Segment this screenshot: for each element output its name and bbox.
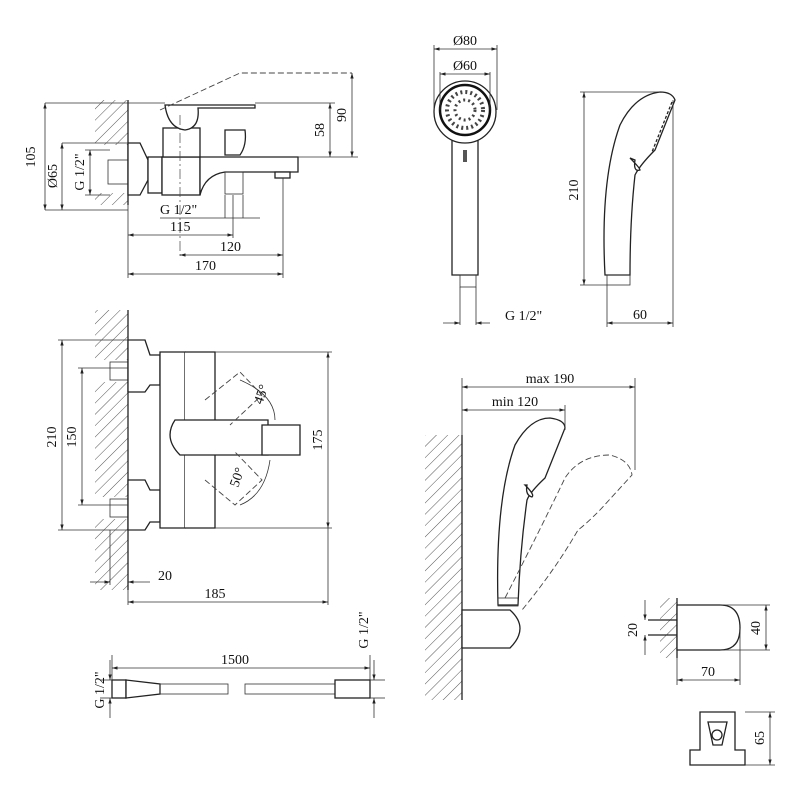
dim-height-58: 58 <box>313 123 328 137</box>
dim-spacing-150: 150 <box>65 427 80 448</box>
dim-bracket-40: 40 <box>749 621 764 635</box>
dim-length-115: 115 <box>170 220 190 235</box>
dim-front-height-175: 175 <box>311 430 326 451</box>
dim-shower-thread: G 1/2" <box>505 309 542 324</box>
dim-thread-outlet: G 1/2" <box>160 203 197 218</box>
wall-mixer-front-view: 45° 50° 210 150 175 20 185 <box>45 310 332 605</box>
wall-holder-assembly: max 190 min 120 <box>425 372 636 700</box>
dim-thread-inlet: G 1/2" <box>73 153 88 190</box>
dim-height-90: 90 <box>335 108 350 122</box>
dim-depth-185: 185 <box>205 587 226 602</box>
dim-max-190: max 190 <box>526 372 575 387</box>
dim-min-120: min 120 <box>492 395 538 410</box>
angle-50: 50° <box>228 466 249 490</box>
dim-front-height-210: 210 <box>45 427 60 448</box>
bracket-front-view: 65 <box>689 711 775 766</box>
dim-length-120: 120 <box>220 240 241 255</box>
bracket-side-view: 20 40 70 <box>626 598 770 685</box>
dim-bracket-70: 70 <box>701 665 715 680</box>
dim-height-105: 105 <box>24 147 39 168</box>
hand-shower-side-view: 210 60 <box>567 91 676 327</box>
dim-offset-20: 20 <box>158 569 172 584</box>
dim-bracket-20: 20 <box>626 623 641 637</box>
dim-diameter-65: Ø65 <box>46 164 61 188</box>
dim-hose-thread-right: G 1/2" <box>357 611 372 648</box>
hand-shower-front-view: G 1/2" Ø80 Ø60 <box>433 34 542 325</box>
dim-hose-thread-left: G 1/2" <box>93 671 108 708</box>
dim-diameter-60: Ø60 <box>453 59 477 74</box>
dim-shower-height-210: 210 <box>567 180 582 201</box>
shower-hose: 1500 G 1/2" G 1/2" <box>93 611 385 718</box>
angle-45: 45° <box>252 383 273 407</box>
dim-bracket-65: 65 <box>753 731 768 745</box>
dim-length-170: 170 <box>195 259 216 274</box>
wall-mixer-side-view: 105 Ø65 G 1/2" 58 90 G 1/2" 115 120 170 <box>24 72 358 278</box>
dim-diameter-80: Ø80 <box>453 34 477 49</box>
dim-shower-depth-60: 60 <box>633 308 647 323</box>
dim-hose-length-1500: 1500 <box>221 653 249 668</box>
